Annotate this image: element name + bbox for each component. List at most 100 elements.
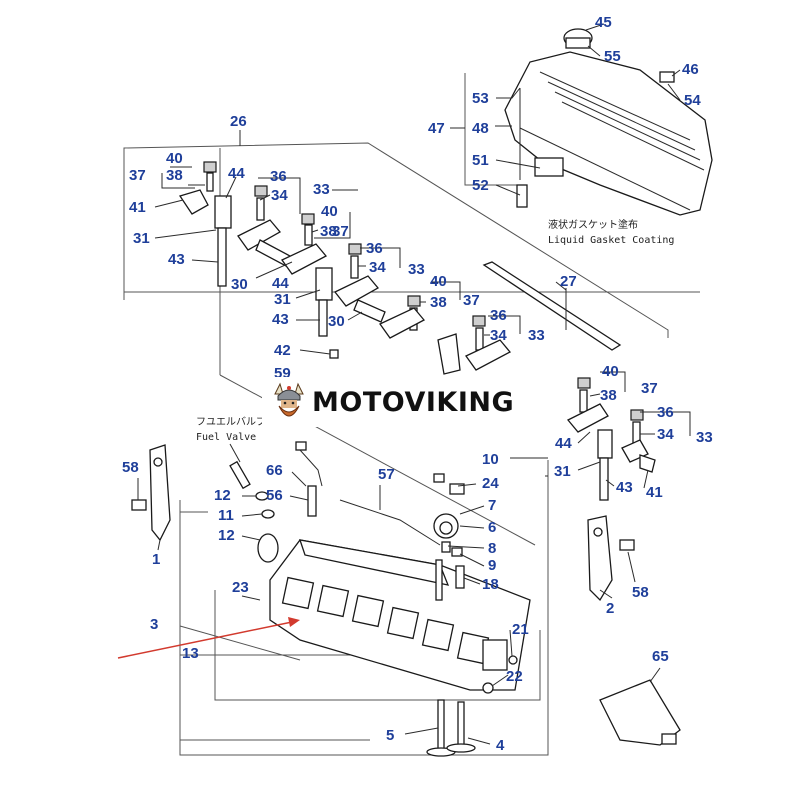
callout-42: 42 <box>274 342 291 359</box>
callout-23: 23 <box>232 579 249 596</box>
callout-34: 34 <box>271 187 288 204</box>
gasket-tube <box>599 679 681 746</box>
callout-18: 18 <box>482 576 499 593</box>
callout-44: 44 <box>228 165 245 182</box>
callout-56: 56 <box>266 487 283 504</box>
callout-22: 22 <box>506 668 523 685</box>
callout-33: 33 <box>313 181 330 198</box>
fuel-leak-pipe <box>339 499 441 546</box>
callout-2: 2 <box>606 600 614 617</box>
callout-10: 10 <box>482 451 499 468</box>
callout-45: 45 <box>595 14 612 31</box>
callout-53: 53 <box>472 90 489 107</box>
watermark-banner: MOTOVIKING <box>262 377 536 427</box>
callout-37: 37 <box>129 167 146 184</box>
callout-58: 58 <box>632 584 649 601</box>
callout-41: 41 <box>129 199 146 216</box>
callout-44: 44 <box>555 435 572 452</box>
intake-valve-stem <box>457 701 465 747</box>
callout-36: 36 <box>270 168 287 185</box>
callout-34: 34 <box>490 327 507 344</box>
leader-lines <box>137 23 691 745</box>
callout-58: 58 <box>122 459 139 476</box>
callout-21: 21 <box>512 621 529 638</box>
lifting-bracket-right <box>587 515 613 602</box>
callout-47: 47 <box>428 120 445 137</box>
callout-40: 40 <box>321 203 338 220</box>
callout-54: 54 <box>684 92 701 109</box>
callout-9: 9 <box>488 557 496 574</box>
callout-40: 40 <box>430 273 447 290</box>
callout-36: 36 <box>657 404 674 421</box>
callout-34: 34 <box>369 259 386 276</box>
callout-40: 40 <box>602 363 619 380</box>
callout-40: 40 <box>166 150 183 167</box>
liquid-gasket-note-en: Liquid Gasket Coating <box>548 235 674 246</box>
lifting-brackets <box>131 444 635 602</box>
callout-37: 37 <box>463 292 480 309</box>
callout-44: 44 <box>272 275 289 292</box>
callout-34: 34 <box>657 426 674 443</box>
head-plug <box>257 533 279 563</box>
fuel-valve-note-en: Fuel Valve <box>196 432 256 443</box>
callout-26: 26 <box>230 113 247 130</box>
callout-6: 6 <box>488 519 496 536</box>
callout-41: 41 <box>646 484 663 501</box>
callout-51: 51 <box>472 152 489 169</box>
callout-37: 37 <box>641 380 658 397</box>
callout-3: 3 <box>150 616 158 633</box>
lifting-bracket-left <box>149 444 171 542</box>
valve-cover <box>504 28 713 216</box>
callout-55: 55 <box>604 48 621 65</box>
callout-52: 52 <box>472 177 489 194</box>
pointer-arrow <box>117 617 300 659</box>
callout-43: 43 <box>168 251 185 268</box>
exhaust-valve-stem <box>437 699 445 751</box>
callout-46: 46 <box>682 61 699 78</box>
callout-5: 5 <box>386 727 394 744</box>
callout-12: 12 <box>218 527 235 544</box>
callout-27: 27 <box>560 273 577 290</box>
callout-36: 36 <box>490 307 507 324</box>
callout-7: 7 <box>488 497 496 514</box>
callout-4: 4 <box>496 737 505 754</box>
callout-48: 48 <box>472 120 489 137</box>
callout-33: 33 <box>696 429 713 446</box>
callout-33: 33 <box>408 261 425 278</box>
callout-37: 37 <box>332 223 349 240</box>
callout-38: 38 <box>320 223 337 240</box>
callout-31: 31 <box>554 463 571 480</box>
callout-30: 30 <box>231 276 248 293</box>
valve-train <box>426 473 476 757</box>
rocker-arm-assembly <box>178 161 656 501</box>
callout-30: 30 <box>328 313 345 330</box>
callout-66: 66 <box>266 462 283 479</box>
cover-nut <box>659 71 675 83</box>
callout-11: 11 <box>218 507 234 524</box>
watermark-text: MOTOVIKING <box>312 386 515 418</box>
callout-labels: 26 40 38 37 44 36 34 33 41 40 38 37 31 3… <box>122 14 713 754</box>
callout-31: 31 <box>133 230 150 247</box>
callout-31: 31 <box>274 291 291 308</box>
head-end-face <box>482 639 508 671</box>
callout-13: 13 <box>182 645 199 662</box>
callout-24: 24 <box>482 475 499 492</box>
head-ports <box>281 576 490 665</box>
callout-1: 1 <box>152 551 160 568</box>
viking-head-icon <box>274 382 304 417</box>
callout-38: 38 <box>600 387 617 404</box>
callout-57: 57 <box>378 466 395 483</box>
callout-38: 38 <box>166 167 183 184</box>
liquid-gasket-note-jp: 液状ガスケット塗布 <box>548 218 638 231</box>
callout-12: 12 <box>214 487 231 504</box>
callout-43: 43 <box>616 479 633 496</box>
callout-36: 36 <box>366 240 383 257</box>
fuel-injector <box>229 441 441 546</box>
callout-65: 65 <box>652 648 669 665</box>
cylinder-head <box>257 533 531 694</box>
callout-8: 8 <box>488 540 496 557</box>
fuel-valve-note-jp: フユエルバルブ <box>196 415 266 428</box>
callout-38: 38 <box>430 294 447 311</box>
